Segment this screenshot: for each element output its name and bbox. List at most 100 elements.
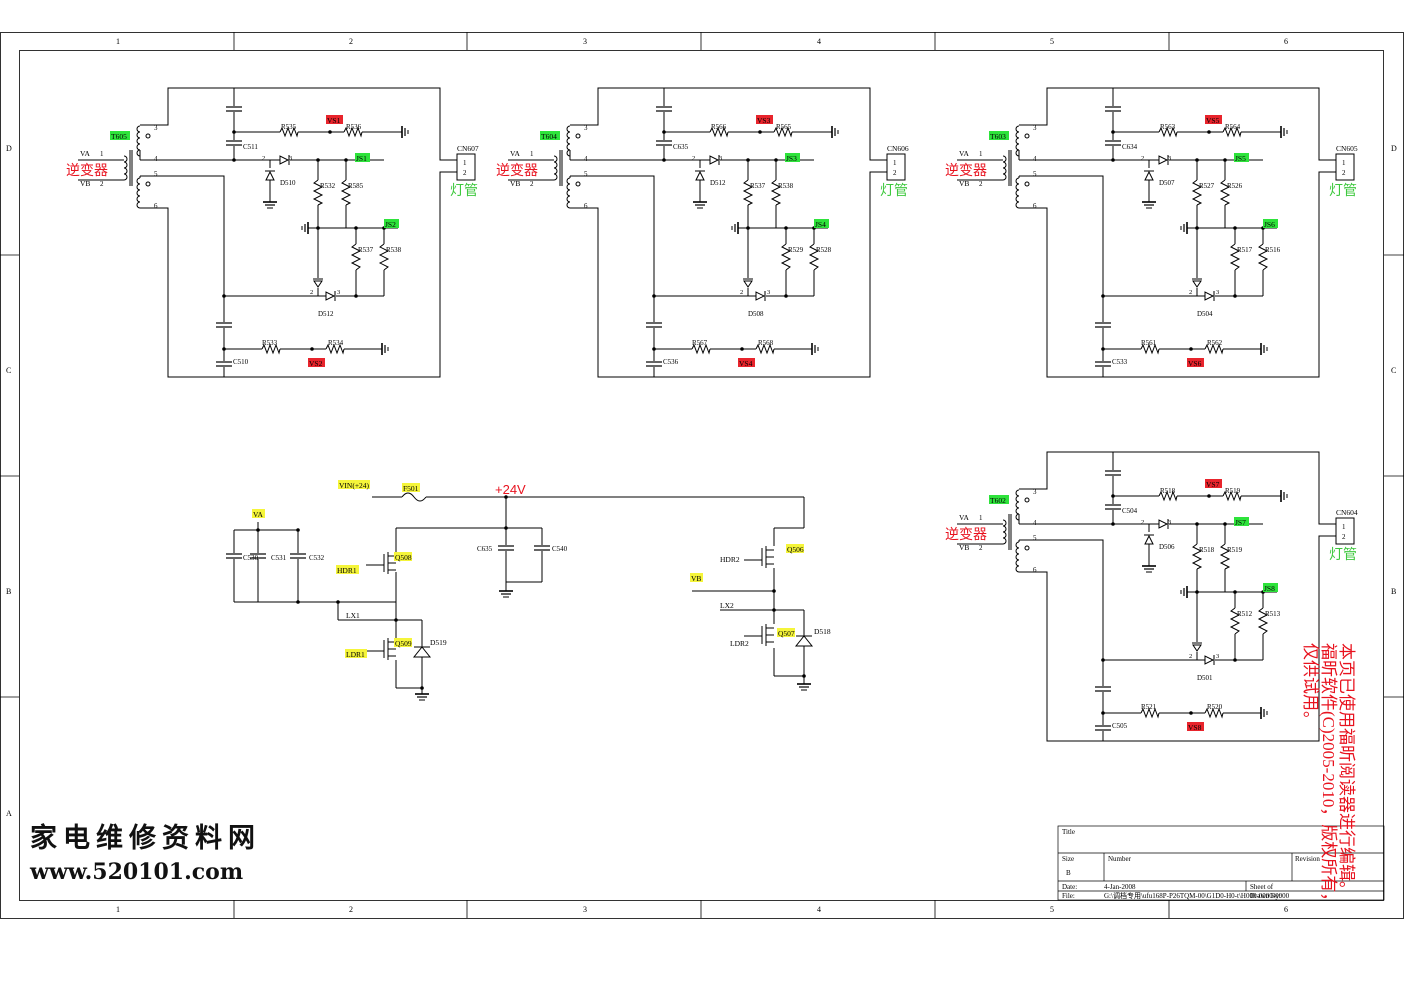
net-label: LX1 — [346, 611, 360, 620]
js-tag: JS7 — [1235, 518, 1246, 527]
resistor-label: R534 — [328, 339, 344, 347]
cap-label: C531 — [271, 554, 287, 562]
resistor-label: R533 — [262, 339, 278, 347]
pin-label: 2 — [530, 180, 534, 188]
inverter-blocks: T605VAVB123456逆变器灯管CN60712C511C510R535R5… — [66, 87, 1358, 742]
cap-label: C532 — [309, 554, 325, 562]
resistor-label: R527 — [1199, 182, 1215, 190]
inverter-label: 逆变器 — [945, 163, 987, 179]
pin-label: 1 — [979, 150, 983, 158]
pin-label: 4 — [584, 155, 588, 163]
transformer-label: T602 — [990, 496, 1006, 505]
resistor-label: R561 — [1141, 339, 1157, 347]
diode-pin: 2 — [1189, 653, 1192, 660]
resistor-label: R535 — [281, 123, 297, 131]
vs-tag: VS8 — [1188, 723, 1202, 732]
cap-label: C505 — [1112, 722, 1128, 730]
resistor-label: R520 — [1207, 703, 1223, 711]
vs-tag: VS4 — [739, 359, 753, 368]
mosfet-label: Q506 — [787, 545, 804, 554]
pin-label: 5 — [1033, 534, 1037, 542]
lamp-label: 灯管 — [1329, 183, 1357, 199]
resistor-label: R517 — [1237, 246, 1253, 254]
site-url-text: www.520101.com — [29, 859, 243, 885]
resistor-label: R538 — [386, 246, 402, 254]
title-label: Title — [1062, 828, 1075, 836]
diode-label: D519 — [430, 638, 447, 647]
row-label: A — [6, 809, 12, 818]
connector-pin: 1 — [1342, 523, 1346, 531]
gate-label: HDR1 — [337, 566, 357, 575]
resistor-label: R538 — [778, 182, 794, 190]
inverter-block: T605VAVB123456逆变器灯管CN60712C511C510R535R5… — [66, 87, 479, 378]
diode-label: D518 — [814, 627, 831, 636]
col-label: 3 — [583, 37, 587, 46]
notice-line-1: 本页已使用福昕阅读器进行编辑。 — [1337, 643, 1357, 898]
col-label: 2 — [349, 37, 353, 46]
va-label: VA — [510, 149, 520, 158]
cap-label: C510 — [233, 358, 249, 366]
diode-pin: 2 — [1189, 289, 1192, 296]
vb-label: VB — [959, 179, 969, 188]
diode-label: D512 — [318, 310, 334, 318]
cap-label: C530 — [243, 554, 259, 562]
vs-tag: VS2 — [309, 359, 323, 368]
connector-pin: 1 — [463, 159, 467, 167]
pin-label: 4 — [1033, 519, 1037, 527]
cap-label: C511 — [243, 143, 258, 151]
pin-label: 5 — [1033, 170, 1037, 178]
inverter-label: 逆变器 — [945, 527, 987, 543]
resistor-label: R537 — [750, 182, 766, 190]
vb-net-label: VB — [691, 574, 701, 583]
diode-label: D507 — [1159, 179, 1175, 187]
resistor-label: R562 — [1207, 339, 1223, 347]
vb-label: VB — [959, 543, 969, 552]
diode-pin: 2 — [692, 155, 695, 162]
col-label: 1 — [116, 37, 120, 46]
inverter-block: T604VAVB123456逆变器灯管CN60612C635C536R566R5… — [496, 87, 909, 378]
diode-pin: 3 — [1168, 519, 1171, 526]
vs-tag: VS5 — [1206, 116, 1220, 125]
cap-label: C540 — [552, 545, 568, 553]
resistor-label: R526 — [1227, 182, 1243, 190]
diode-label: D508 — [748, 310, 764, 318]
connector-pin: 2 — [1342, 533, 1346, 541]
connector-pin: 2 — [463, 169, 467, 177]
resistor-label: R536 — [346, 123, 362, 131]
va-label: VA — [959, 513, 969, 522]
connector-label: CN606 — [887, 144, 909, 153]
inverter-block: T602VAVB123456逆变器灯管CN60412C504C505R518R5… — [945, 451, 1358, 742]
pin-label: 2 — [100, 180, 104, 188]
cap-label: C504 — [1122, 507, 1138, 515]
vs-tag: VS1 — [327, 116, 341, 125]
vb-label: VB — [510, 179, 520, 188]
gate-label: HDR2 — [720, 555, 740, 564]
col-label: 6 — [1284, 37, 1288, 46]
site-cn-text: 家电维修资料网 — [30, 822, 261, 854]
diode-label: D512 — [710, 179, 726, 187]
vin-label: VIN(+24) — [339, 481, 370, 490]
diode-pin: 2 — [1141, 519, 1144, 526]
resistor-label: R564 — [1225, 123, 1241, 131]
js-tag: JS6 — [1264, 220, 1275, 229]
pin-label: 1 — [979, 514, 983, 522]
pin-label: 6 — [1033, 566, 1037, 574]
pin-label: 4 — [1033, 155, 1037, 163]
number-label: Number — [1108, 855, 1132, 863]
col-label: 5 — [1050, 905, 1054, 914]
pin-label: 5 — [154, 170, 158, 178]
diode-label: D501 — [1197, 674, 1213, 682]
js-tag: JS3 — [786, 154, 797, 163]
resistor-label: R567 — [692, 339, 708, 347]
diode-pin: 3 — [719, 155, 722, 162]
resistor-label: R529 — [788, 246, 804, 254]
site-watermark: 家电维修资料网 www.520101.com — [29, 822, 261, 885]
pin-label: 1 — [100, 150, 104, 158]
resistor-label: R519 — [1225, 487, 1241, 495]
title-block: Title Size B Number Revision Date: 4-Jan… — [1057, 825, 1385, 901]
notice-line-2: 福昕软件(C)2005-2010，版权所有， — [1319, 643, 1338, 909]
transformer-label: T604 — [541, 132, 557, 141]
row-label: D — [1391, 144, 1397, 153]
col-label: 3 — [583, 905, 587, 914]
inverter-label: 逆变器 — [496, 163, 538, 179]
